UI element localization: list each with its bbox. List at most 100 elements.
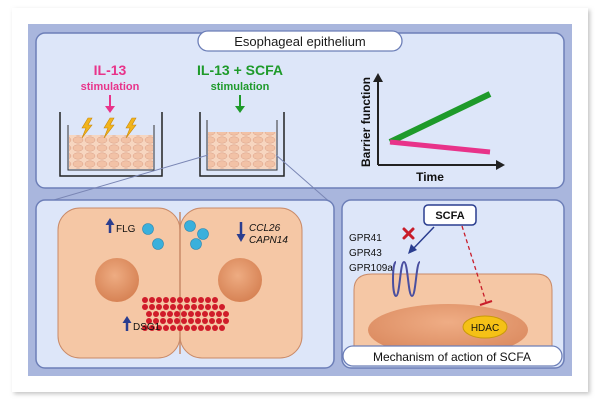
nucleus-left [95,258,139,302]
desmosome-dot [212,304,218,310]
desmosome-dot [212,325,218,331]
desmosome-dot [198,297,204,303]
page-title: Esophageal epithelium [234,34,366,49]
desmosome-dot [174,311,180,317]
desmosome-dot [184,325,190,331]
desmosome-dot [167,311,173,317]
desmosome-dot [191,297,197,303]
desmosome-dot [209,318,215,324]
transwell-il13-scfa [199,112,285,177]
desmosome-dot [188,318,194,324]
desmosome-dot [177,304,183,310]
inhibition-line [461,225,487,303]
pink-arrow-icon [105,95,115,113]
desmosome-dot [181,318,187,324]
condition-1-sublabel: stimulation [81,81,140,93]
epithelium-layer [69,135,153,169]
desmosome-dot [209,311,215,317]
down-arrow-icon [236,222,246,242]
desmosome-dot [153,311,159,317]
graph-ylabel: Barrier function [359,77,373,167]
graph-line-pink [389,139,491,155]
graph-xlabel: Time [416,170,444,184]
desmosome-dot [195,311,201,317]
desmosome-dot [153,318,159,324]
desmosome-dot [142,325,148,331]
desmosome-dot [184,297,190,303]
desmosome-dot [149,297,155,303]
desmosome-dot [202,318,208,324]
transwell-il13 [59,112,163,177]
desmosome-dot [181,311,187,317]
desmosome-dot [156,304,162,310]
up-arrow-icon [122,316,132,331]
hdac-label: HDAC [471,323,499,334]
barrier-graph: Barrier function Time [359,73,505,184]
desmosome-dot [195,318,201,324]
desmosome-dot [223,318,229,324]
condition-2-label: IL-13 + SCFA [197,62,283,78]
desmosome-dot [188,311,194,317]
desmosome-dot [170,304,176,310]
receptor-gpr43: GPR43 [349,248,382,259]
desmosome-dot [219,304,225,310]
desmosome-dot [205,297,211,303]
flg-label: FLG [116,224,136,235]
desmosome-dot [174,318,180,324]
condition-2-sublabel: stimulation [211,81,270,93]
desmosome-dot [170,297,176,303]
gpcr-receptor-icon [392,260,421,298]
inhibit-x-icon [402,227,415,240]
desmosome-dot [205,304,211,310]
granules [142,220,209,250]
caption-pill [342,345,563,367]
desmosome-dot [177,325,183,331]
graph-line-green [388,91,492,145]
condition-1-label: IL-13 [94,62,127,78]
desmosome-dot [149,325,155,331]
desmosome-dot [146,311,152,317]
desmosome-dot [216,311,222,317]
desmosome-dot [223,311,229,317]
desmosome-dot [219,325,225,331]
desmosome-dot [146,318,152,324]
desmosome-dot [149,304,155,310]
desmosome-dot [160,311,166,317]
desmosome-dot [163,304,169,310]
desmosome-dot [156,297,162,303]
mechanism-caption: Mechanism of action of SCFA [373,350,531,364]
desmosome-dot [198,325,204,331]
receptor-gpr109a: GPR109a [349,263,393,274]
desmosome-dot [163,325,169,331]
desmosome-dot [156,325,162,331]
desmosome-dot [142,297,148,303]
nucleus-right [218,258,262,302]
desmosome-dot [167,318,173,324]
lightning-icon [81,117,137,139]
desmosome-dot [191,304,197,310]
desmosome-dot [198,304,204,310]
desmosome-dot [163,297,169,303]
desmosome-dot [177,297,183,303]
desmosome-dot [216,318,222,324]
desmosome-dot [160,318,166,324]
desmosome-dot [212,297,218,303]
desmosome-dot [191,325,197,331]
hdac-shape [462,315,508,339]
up-arrow-icon [105,218,115,233]
desmosome-dot [170,325,176,331]
desmosome-dot [205,325,211,331]
title-pill [197,30,403,52]
zoom-line-right [275,154,333,205]
green-arrow-icon [235,95,245,113]
scfa-box [423,204,477,226]
desmosome-dot [184,304,190,310]
desmosome-dot [142,304,148,310]
receptor-arrow-icon [408,226,435,254]
epithelium-layer [208,132,276,169]
scfa-label: SCFA [435,210,464,222]
receptor-gpr41: GPR41 [349,233,382,244]
dsg1-label: DSG1 [133,322,161,333]
